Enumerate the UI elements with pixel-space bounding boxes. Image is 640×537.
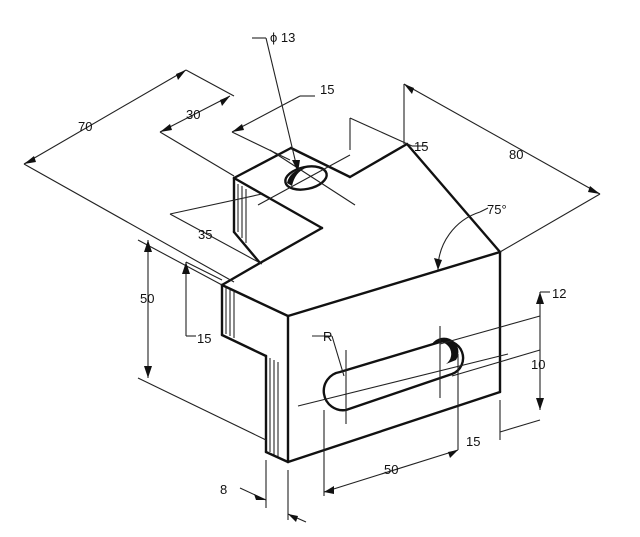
dim-15-bottom-label: 15 [466, 434, 480, 449]
dim-50-height-label: 50 [140, 291, 154, 306]
dimension-lines [23, 37, 601, 523]
radius-label: R [323, 329, 332, 344]
dim-70-label: 70 [78, 119, 92, 134]
dim-15-top-label: 15 [320, 82, 334, 97]
dim-75deg-label: 75° [487, 202, 507, 217]
dim-15-right-label: 15 [414, 139, 428, 154]
dim-8-label: 8 [220, 482, 227, 497]
dimension-labels: 70 30 15 15 80 35 50 15 75° 12 10 15 50 … [78, 30, 566, 497]
dim-30-label: 30 [186, 107, 200, 122]
slot-feature [297, 315, 541, 424]
dim-35-label: 35 [198, 227, 212, 242]
dim-80-label: 80 [509, 147, 523, 162]
face-shading [225, 184, 279, 457]
dimension-arrows [24, 70, 600, 522]
hole-diameter-label: ϕ 13 [270, 30, 295, 45]
dim-12-label: 12 [552, 286, 566, 301]
dim-15-step-label: 15 [197, 331, 211, 346]
part-outline [220, 142, 502, 464]
dim-10-label: 10 [531, 357, 545, 372]
hole-feature [257, 149, 356, 206]
dim-50-slot-label: 50 [384, 462, 398, 477]
